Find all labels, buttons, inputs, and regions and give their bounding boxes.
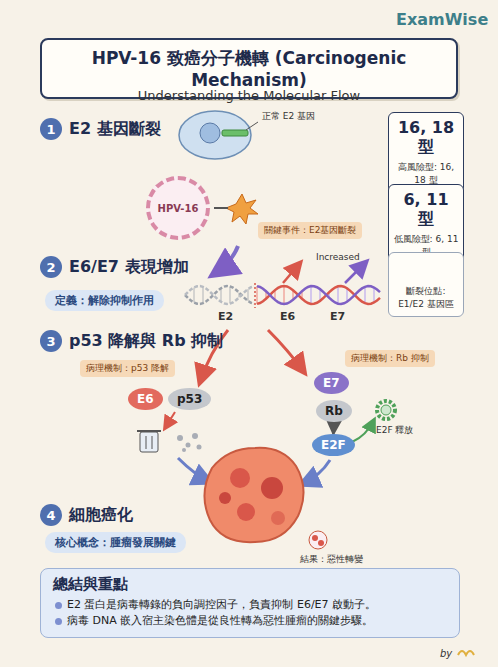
node-body: E2 基因斷裂 [69,119,161,140]
mechanism-tag: 病理機制：p53 降解 [80,360,175,377]
break-burst [226,194,258,224]
node-text: 關鍵事件：E2基因斷裂 [264,224,356,237]
section-heading: 1 E2 基因斷裂 [40,118,161,140]
definition-pill: 定義：解除抑制作用 [45,290,164,311]
section-heading: 4 細胞癌化 [40,504,133,526]
node-text: 2 [40,256,62,278]
gear-icon [377,401,395,419]
summary-box: 總結與重點 E2 蛋白是病毒轉錄的負向調控因子，負責抑制 E6/E7 啟動子。病毒… [40,568,460,638]
signature: by [440,648,452,659]
protein-oval: E7 [314,372,349,394]
node-text: Rb [325,404,343,418]
node-body: 病毒 DNA 嵌入宿主染色體是從良性轉為惡性腫瘤的關鍵步驟。 [53,613,447,629]
node-body: 細胞癌化 [69,505,133,526]
node-text: 3 [40,330,62,352]
gene-label: E6 [280,310,295,323]
protein-oval: p53 [168,388,211,410]
site-box: 斷裂位點: E1/E2 基因區 [388,252,464,317]
event-tag: 關鍵事件：E2基因斷裂 [258,222,362,239]
node-body: p53 降解與 Rb 抑制 [69,331,223,352]
node-text: 核心概念：腫瘤發展關鍵 [55,535,176,550]
fragments [177,433,202,452]
mechanism-tag: 病理機制：Rb 抑制 [345,350,435,367]
node-text: 斷裂位點: E1/E2 基因區 [393,285,459,311]
concept-pill: 核心概念：腫瘤發展關鍵 [45,532,186,553]
node-text: 16, 18 型 [393,118,459,158]
node-text: E7 [323,376,340,390]
result-label: 結果：惡性轉變 [300,553,363,566]
node-text: 病理機制：Rb 抑制 [351,352,429,365]
trash-icon [137,431,161,452]
increase-arrow [345,262,366,283]
protein-oval: E2F [312,434,355,456]
gene-label: E7 [330,310,345,323]
section-heading: 2 E6/E7 表現增加 [40,256,189,278]
node-text: E6 [137,392,154,406]
protein-oval: E6 [128,388,163,410]
flow-arrow [214,246,238,274]
node-body: E6/E7 表現增加 [69,257,189,278]
cell-icon [179,111,258,159]
type-box: 16, 18 型高風險型: 16, 18 型 [388,112,464,193]
node-text: E2F [321,438,346,452]
leader-label: 正常 E2 基因 [262,110,315,123]
node-text: 總結與重點 [53,575,447,594]
tumor-cells [204,448,303,542]
result-icon [309,531,327,549]
flow-arrow [268,330,304,372]
protein-oval: Rb [316,400,352,422]
signature-icon [458,651,474,655]
subtitle: Understanding the Molecular Flow [0,88,498,103]
dna-helix [185,286,380,304]
gene-label: E2 [218,310,233,323]
node-text: 6, 11 型 [393,190,459,230]
virus-circle: HPV-16 [146,176,210,240]
connector [332,422,335,434]
release-label: E2F 釋放 [376,424,413,437]
node-text: 1 [40,118,62,140]
increase-label: Increased [316,252,360,262]
section-heading: 3 p53 降解與 Rb 抑制 [40,330,223,352]
node-text: p53 [177,392,202,406]
brand: ExamWise [396,10,488,29]
node-text: HPV-16 [158,203,199,214]
increase-arrow [283,263,300,283]
node-text: 定義：解除抑制作用 [55,293,154,308]
node-body: E2 蛋白是病毒轉錄的負向調控因子，負責抑制 E6/E7 啟動子。 [53,597,447,613]
node-text: 病理機制：p53 降解 [86,362,169,375]
node-text: 4 [40,504,62,526]
